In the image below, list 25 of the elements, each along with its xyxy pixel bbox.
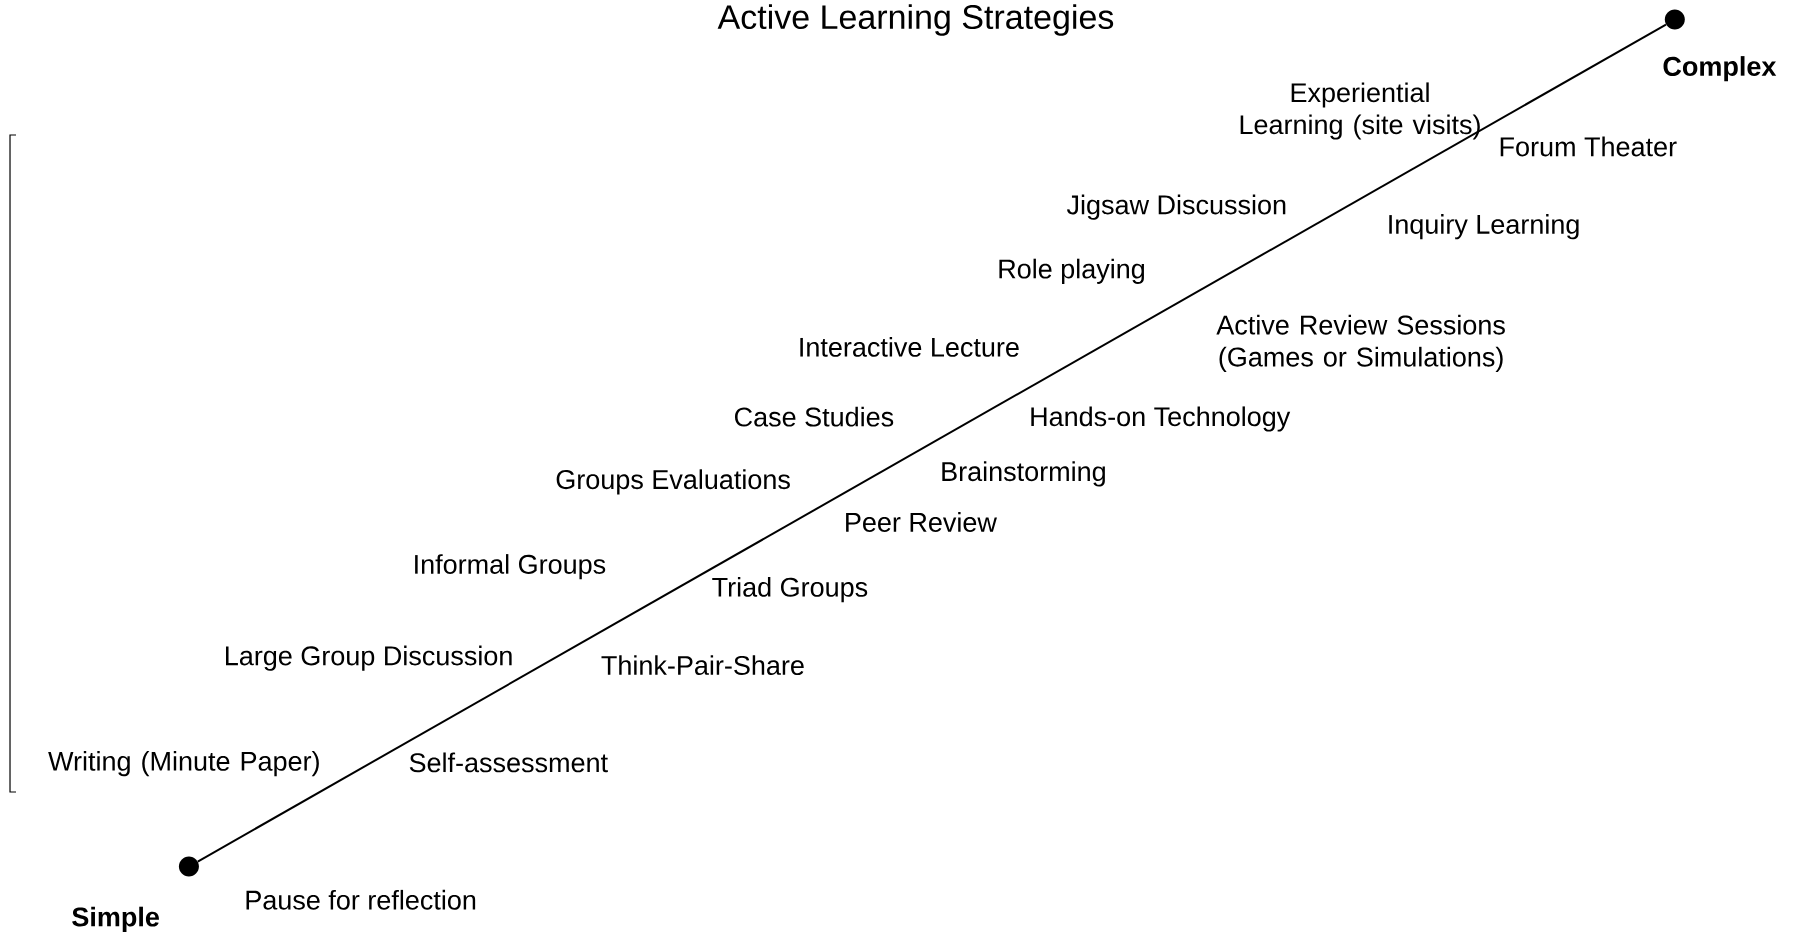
end-label: Simple bbox=[72, 906, 159, 932]
strategy-label: Active Review Sessions (Games or Simulations) bbox=[1216, 314, 1505, 372]
strategy-label: Large Group Discussion bbox=[226, 645, 512, 671]
strategy-label: Informal Groups bbox=[415, 554, 606, 580]
strategy-label: Jigsaw Discussion bbox=[1066, 194, 1286, 220]
strategy-label: Hands-on Technology bbox=[1031, 406, 1291, 432]
strategy-label: Forum Theater bbox=[1500, 136, 1677, 157]
strategy-label: Brainstorming bbox=[942, 461, 1105, 487]
strategy-label: Experiential Learning (site visits) bbox=[1240, 82, 1480, 140]
strategy-label: Triad Groups bbox=[712, 577, 868, 603]
strategy-label: Case Studies bbox=[735, 406, 894, 427]
title: Active Learning Strategies bbox=[717, 4, 1114, 36]
strategy-label: Inquiry Learning bbox=[1389, 214, 1579, 240]
dot bbox=[1664, 9, 1685, 30]
strategy-label: Self-assessment bbox=[409, 752, 608, 773]
strategy-label: Interactive Lecture bbox=[800, 336, 1019, 357]
diagonal-line bbox=[196, 23, 1667, 863]
dot bbox=[178, 856, 199, 877]
strategy-label: Pause for reflection bbox=[246, 889, 476, 910]
strategy-label: Role playing bbox=[999, 258, 1144, 284]
strategy-label: Writing (Minute Paper) bbox=[48, 751, 319, 777]
end-label: Complex bbox=[1663, 56, 1777, 82]
strategy-label: Groups Evaluations bbox=[556, 469, 790, 495]
strategy-label: Think-Pair-Share bbox=[601, 655, 804, 675]
strategy-label: Peer Review bbox=[846, 512, 997, 532]
